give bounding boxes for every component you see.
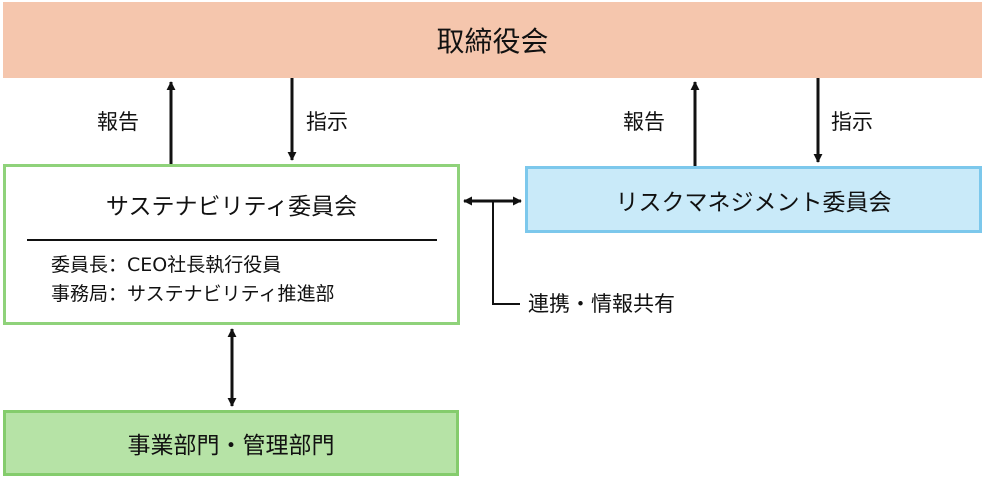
- right-report-label: 報告: [623, 110, 665, 134]
- right-instruct-label: 指示: [831, 110, 873, 134]
- committee-secretariat: 事務局：サステナビリティ推進部: [51, 283, 335, 305]
- collab-callout-line: [492, 201, 520, 305]
- left-report-label: 報告: [97, 110, 139, 134]
- board-of-directors-box: 取締役会: [3, 2, 982, 78]
- sustainability-committee-title: サステナビリティ委員会: [105, 194, 358, 220]
- departments-label: 事業部門・管理部門: [127, 433, 335, 459]
- risk-management-committee-box: リスクマネジメント委員会: [525, 166, 982, 233]
- divider: [27, 239, 437, 241]
- departments-box: 事業部門・管理部門: [3, 410, 459, 476]
- committee-chair: 委員長：CEO社長執行役員: [51, 254, 282, 276]
- board-label: 取締役会: [436, 25, 549, 58]
- collab-label: 連携・情報共有: [528, 292, 675, 316]
- risk-committee-title: リスクマネジメント委員会: [615, 189, 892, 216]
- sustainability-committee-box: サステナビリティ委員会 委員長：CEO社長執行役員 事務局：サステナビリティ推進…: [3, 164, 460, 325]
- left-instruct-label: 指示: [306, 110, 348, 134]
